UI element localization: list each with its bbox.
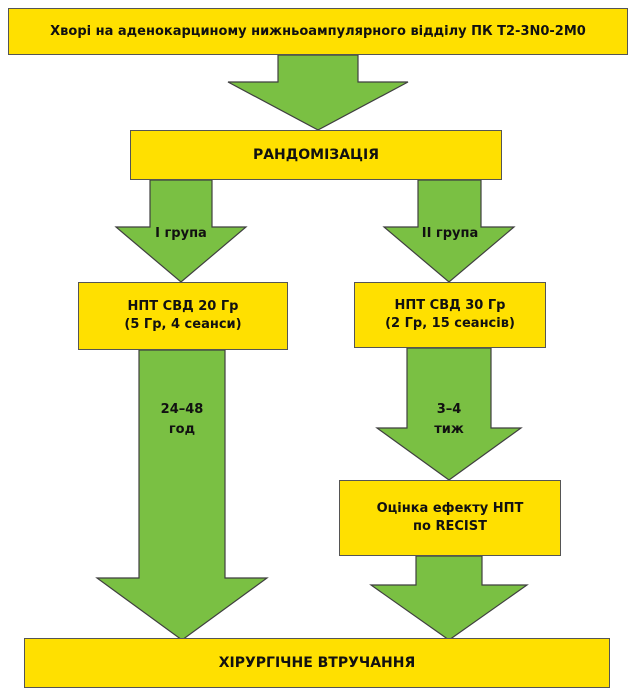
arrow-patients-to-randomization bbox=[227, 54, 409, 131]
interval1-value: 24–48 bbox=[160, 402, 204, 417]
randomization-text: РАНДОМІЗАЦІЯ bbox=[252, 146, 380, 163]
interval1-unit: год bbox=[168, 421, 196, 437]
evaluation-line2: по RECIST bbox=[413, 519, 487, 534]
interval2-value: 3–4 bbox=[436, 402, 462, 417]
arrow-randomization-to-group2 bbox=[382, 179, 516, 283]
group1-treatment-line2: (5 Гр, 4 сеанси) bbox=[124, 317, 242, 332]
group2-treatment-box: НПТ СВД 30 Гр (2 Гр, 15 сеансів) bbox=[354, 282, 546, 348]
patients-text: Хворі на аденокарциному нижньоампулярног… bbox=[50, 23, 586, 39]
arrow-randomization-to-group1 bbox=[114, 179, 248, 283]
group2-label: ІІ група bbox=[421, 226, 479, 241]
evaluation-box: Оцінка ефекту НПТ по RECIST bbox=[339, 480, 561, 556]
group1-label: І група bbox=[155, 226, 207, 241]
randomization-box: РАНДОМІЗАЦІЯ bbox=[130, 130, 502, 180]
group1-treatment-line1: НПТ СВД 20 Гр bbox=[127, 299, 239, 315]
evaluation-line1: Оцінка ефекту НПТ bbox=[376, 501, 524, 517]
interval1-label: 24–48 год bbox=[139, 400, 225, 439]
group2-treatment-line2: (2 Гр, 15 сеансів) bbox=[385, 316, 515, 331]
arrow-group1-to-surgery bbox=[95, 349, 269, 641]
patients-box: Хворі на аденокарциному нижньоампулярног… bbox=[8, 8, 628, 55]
arrow-group2-to-evaluation bbox=[375, 347, 523, 481]
group2-treatment-line1: НПТ СВД 30 Гр bbox=[394, 298, 506, 314]
interval2-unit: тиж bbox=[434, 421, 464, 437]
interval2-label: 3–4 тиж bbox=[407, 400, 491, 439]
surgery-box: ХІРУРГІЧНЕ ВТРУЧАННЯ bbox=[24, 638, 610, 688]
surgery-text: ХІРУРГІЧНЕ ВТРУЧАННЯ bbox=[218, 654, 416, 671]
arrow-evaluation-to-surgery bbox=[369, 555, 529, 641]
group1-treatment-box: НПТ СВД 20 Гр (5 Гр, 4 сеанси) bbox=[78, 282, 288, 350]
